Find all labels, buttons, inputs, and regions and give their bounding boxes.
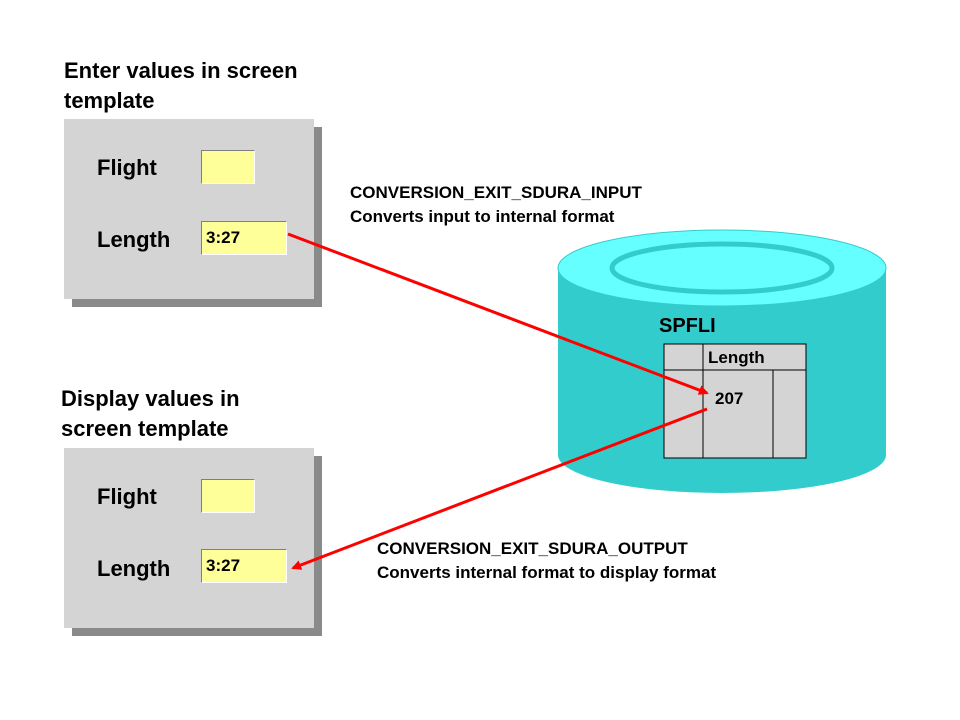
length-column-header: Length	[708, 348, 765, 367]
cylinder-top-inner-ring	[609, 241, 835, 295]
database-table-name: SPFLI	[659, 315, 716, 337]
top-length-field[interactable]: 3:27	[201, 221, 287, 255]
bottom-section-title: Display values in screen template	[61, 384, 240, 444]
top-flight-label: Flight	[97, 155, 157, 180]
output-exit-note: CONVERSION_EXIT_SDURA_OUTPUT Converts in…	[377, 537, 716, 585]
top-flight-field[interactable]	[201, 150, 255, 184]
top-section-title: Enter values in screen template	[64, 56, 298, 116]
top-title-line1: Enter values in screen	[64, 58, 298, 83]
bottom-length-field[interactable]: 3:27	[201, 549, 287, 583]
top-screen-panel	[64, 119, 314, 299]
spfli-table-grid	[663, 343, 807, 459]
bottom-flight-field[interactable]	[201, 479, 255, 513]
output-exit-description: Converts internal format to display form…	[377, 563, 717, 582]
top-title-line2: template	[64, 88, 155, 113]
bottom-flight-label: Flight	[97, 484, 157, 509]
bottom-length-label: Length	[97, 556, 171, 581]
output-exit-name: CONVERSION_EXIT_SDURA_OUTPUT	[377, 539, 688, 558]
input-exit-name: CONVERSION_EXIT_SDURA_INPUT	[350, 183, 642, 202]
output-conversion-arrow	[291, 407, 708, 570]
input-conversion-arrow	[287, 232, 709, 395]
input-exit-description: Converts input to internal format	[350, 207, 615, 226]
bottom-title-line1: Display values in	[61, 386, 240, 411]
input-exit-note: CONVERSION_EXIT_SDURA_INPUT Converts inp…	[350, 181, 642, 229]
bottom-title-line2: screen template	[61, 416, 229, 441]
bottom-screen-panel	[64, 448, 314, 628]
top-length-label: Length	[97, 227, 171, 252]
stored-length-value: 207	[715, 389, 744, 408]
